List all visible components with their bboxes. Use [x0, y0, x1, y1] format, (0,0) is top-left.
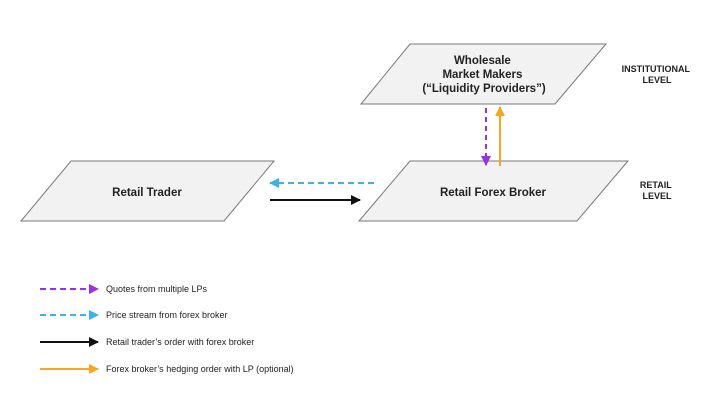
svg-text:Wholesale Market Makers: Wholesale Market Makers (“Liquidity Prov… [422, 55, 545, 95]
wholesale-label-line-2: Market Makers [442, 69, 522, 81]
trader-label: Retail Trader [112, 187, 182, 199]
wholesale-label-line-3: (“Liquidity Providers”) [422, 83, 545, 95]
institutional-level-line-2: LEVEL [642, 75, 672, 85]
svg-text:INSTITUTIONAL LEVEL: INSTITUTIONAL LEVEL [622, 64, 693, 85]
legend-item-order: Retail trader’s order with forex broker [40, 337, 254, 347]
legend-label-order: Retail trader’s order with forex broker [106, 337, 254, 347]
svg-text:RETAIL LEVEL: RETAIL LEVEL [640, 180, 674, 201]
trader-shape [19, 160, 276, 222]
retail-level-line-2: LEVEL [642, 191, 672, 201]
broker-label: Retail Forex Broker [440, 187, 547, 199]
legend-item-quotes: Quotes from multiple LPs [40, 284, 208, 294]
retail-trader-node: Retail Trader [19, 160, 276, 222]
wholesale-market-makers-node: Wholesale Market Makers (“Liquidity Prov… [359, 43, 608, 105]
legend-item-price-stream: Price stream from forex broker [40, 310, 228, 320]
retail-level-line-1: RETAIL [640, 180, 672, 190]
legend-label-quotes: Quotes from multiple LPs [106, 284, 208, 294]
legend: Quotes from multiple LPs Price stream fr… [40, 284, 294, 374]
institutional-level-line-1: INSTITUTIONAL [622, 64, 691, 74]
retail-forex-broker-node: Retail Forex Broker [357, 160, 630, 222]
legend-label-price-stream: Price stream from forex broker [106, 310, 228, 320]
wholesale-shape [359, 43, 608, 105]
broker-shape [357, 160, 630, 222]
wholesale-label-line-1: Wholesale [454, 55, 511, 67]
legend-item-hedge: Forex broker’s hedging order with LP (op… [40, 364, 294, 374]
legend-label-hedge: Forex broker’s hedging order with LP (op… [106, 364, 294, 374]
